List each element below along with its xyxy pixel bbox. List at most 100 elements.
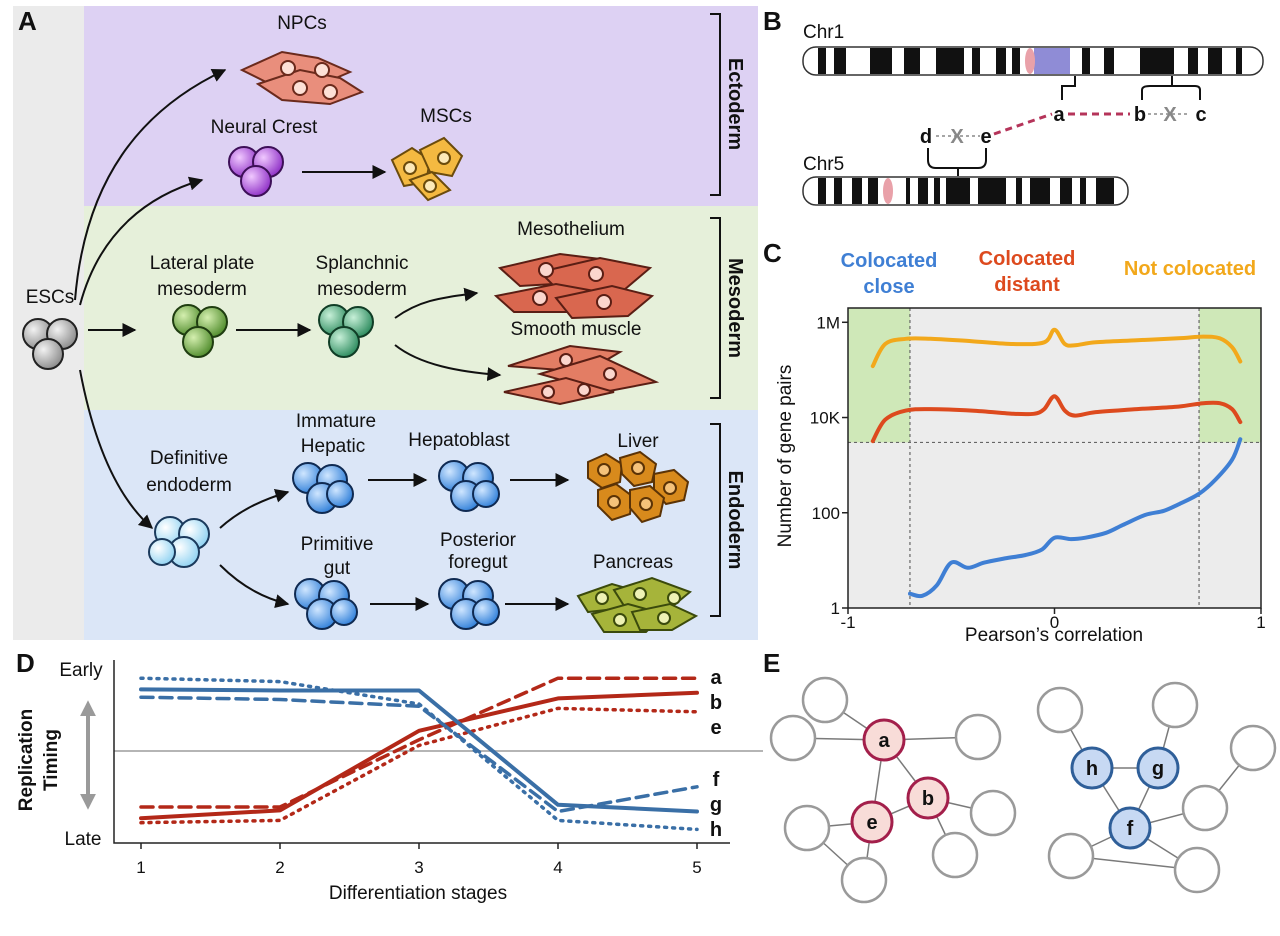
chart-d-series-label-g: g [710,794,722,816]
label-smooth-muscle: Smooth muscle [511,319,642,340]
legend-close-1: Colocated [841,250,938,272]
posterior-foregut-cells [438,578,500,630]
chart-c-highlight-right [1199,308,1261,443]
chart-c-ytick-label: 1 [831,599,840,618]
label-lateral-plate-1: Lateral plate [150,253,255,274]
chart-d-xtick-label: 3 [414,858,423,877]
locus-c: c [1195,104,1206,126]
node-b-label: b [922,788,934,810]
chart-c-highlight-left [848,308,910,443]
chart-c-ylabel: Number of gene pairs [775,365,796,548]
locus-b: b [1134,104,1146,126]
chart-d-series-label-b: b [710,692,722,714]
chart-d-xtick-label: 5 [692,858,701,877]
locus-a: a [1053,104,1065,126]
chart-c-line-3 [870,327,1243,369]
node-h [1070,746,1114,790]
legend-not-colocated: Not colocated [1124,258,1256,280]
lateral-plate-cells [172,304,228,358]
node-g [1136,746,1180,790]
chart-c-xtick-label: 1 [1256,613,1265,632]
label-chr1: Chr1 [803,22,844,43]
chart-d-series-label-f: f [713,769,720,791]
label-immature-hepatic-1: Immature [296,411,376,432]
node-b [906,776,950,820]
node-e [850,800,894,844]
legend-distant-1: Colocated [979,248,1076,270]
panel-e: E a b e [763,648,1277,904]
mesothelium-cells [493,252,655,320]
chart-c-ytick-label: 100 [812,504,840,523]
node-g-label: g [1152,758,1164,780]
label-endoderm: Endoderm [724,471,746,570]
npc-cells [239,50,365,106]
label-immature-hepatic-2: Hepatic [301,436,365,457]
label-definitive-1: Definitive [150,448,228,469]
chart-c-series [870,327,1243,599]
network-left-highlight-nodes [850,718,950,844]
node-h-label: h [1086,758,1098,780]
chart-d-xtick-label: 4 [553,858,562,877]
smooth-muscle-cells [503,344,660,406]
chart-d-late-label: Late [65,829,102,850]
network-right-highlight-nodes [1070,746,1180,850]
chart-d-xtick-label: 1 [136,858,145,877]
label-mscs: MSCs [420,106,472,127]
chr5-ideogram [802,176,1129,206]
chart-c-xtick-label: -1 [840,613,855,632]
panel-a: A Ectoderm Mesoderm Endoderm [13,6,758,640]
cross-b-c: X [1163,104,1177,126]
chart-d-series-label-a: a [710,667,722,689]
chart-d-ylabel-2: Timing [41,729,62,791]
label-primitive-gut-1: Primitive [301,534,374,555]
chart-d-line-g [139,687,699,814]
label-ectoderm: Ectoderm [724,58,746,150]
chart-d-series-label-h: h [710,819,722,841]
chart-d-xtick-label: 2 [275,858,284,877]
chart-d-series [139,676,699,832]
hepatoblast-cells [438,460,500,512]
liver-cells [587,450,690,524]
locus-brackets [927,76,1201,176]
label-hepatoblast: Hepatoblast [408,430,510,451]
legend-close-2: close [863,276,914,298]
msc-cells [390,136,464,202]
splanchnic-cells [318,304,374,358]
chart-d-axes [113,660,730,844]
node-f [1108,806,1152,850]
lineage-arrows [74,69,570,611]
label-neural-crest: Neural Crest [211,117,318,138]
chart-c-line-2 [870,394,1243,444]
chart-c-xtick-label: 0 [1050,613,1059,632]
label-posterior-foregut-2: foregut [448,552,508,573]
network-right-grey-nodes [1036,681,1277,894]
node-f-label: f [1127,818,1134,840]
panel-label-c: C [763,238,782,268]
chart-d-line-h [139,676,699,832]
chart-c-ytick-label: 1M [816,313,840,332]
pancreas-cells [576,576,699,633]
legend-distant-2: distant [994,274,1060,296]
chart-d-ylabel-1: Replication [16,709,37,811]
panel-label-a: A [18,6,37,36]
network-left-grey-nodes [769,676,1017,904]
chart-d-xlabel: Differentiation stages [329,883,507,904]
label-posterior-foregut-1: Posterior [440,530,517,551]
chart-d-series-label-e: e [710,717,721,739]
cross-d-e: X [950,126,964,148]
chart-d-series-labels: abe fgh [710,667,723,841]
node-a [862,718,906,762]
definitive-endoderm-cells [148,516,210,568]
panel-c: C Colocated close Colocated distant Not … [763,238,1266,646]
chr1-ideogram [802,46,1264,76]
chart-d-line-b [139,690,699,821]
immature-hepatic-cells [292,462,354,514]
locus-e: e [980,126,991,148]
label-npcs: NPCs [277,13,327,34]
node-a-label: a [878,730,890,752]
neural-crest-cells [228,146,284,197]
chart-d-line-e [139,706,699,825]
chart-d-early-label: Early [59,660,103,681]
label-mesoderm: Mesoderm [724,258,746,358]
